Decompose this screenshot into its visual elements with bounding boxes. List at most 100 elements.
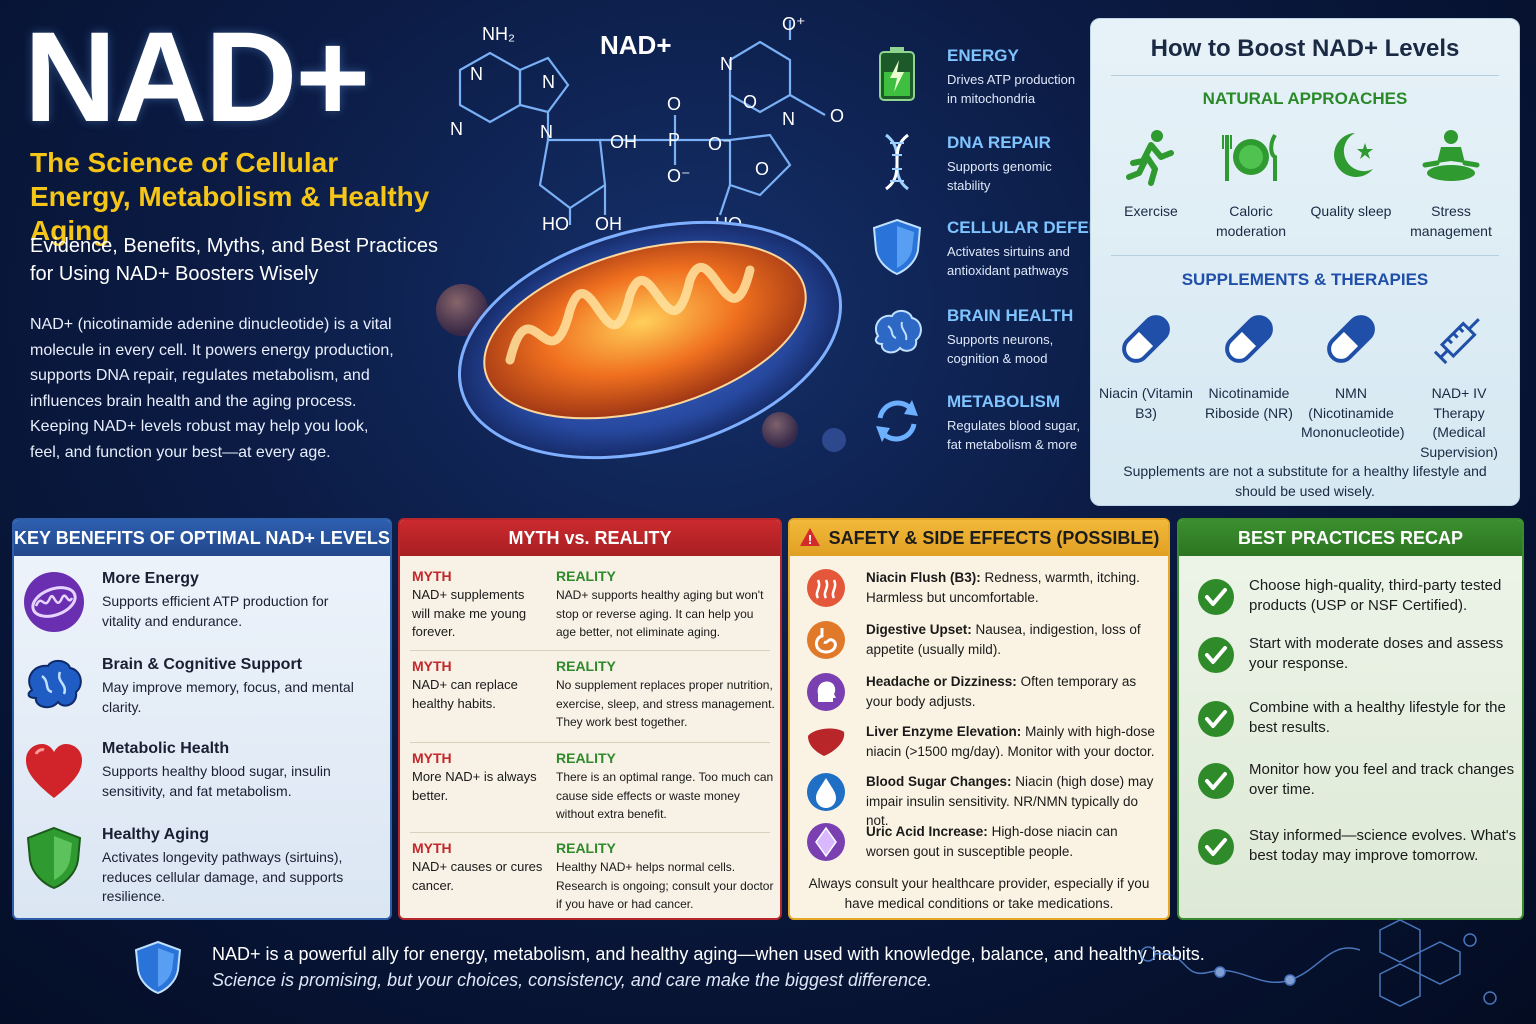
myth-row: MYTH NAD+ can replace healthy habits. RE… <box>410 658 775 748</box>
drop-icon <box>807 773 845 811</box>
function-desc: Regulates blood sugar, fat metabolism & … <box>947 418 1080 452</box>
natural-item-stress: Stress management <box>1401 127 1501 241</box>
supplement-item-nmn: NMN (Nicotinamide Mononucleotide) <box>1301 309 1405 443</box>
reality-text: Healthy NAD+ helps normal cells. Researc… <box>556 860 774 911</box>
intro-paragraph: NAD+ (nicotinamide adenine dinucleotide)… <box>30 316 394 461</box>
footer-tagline: Science is promising, but your choices, … <box>212 970 933 990</box>
function-title: METABOLISM <box>947 392 1061 411</box>
myth-text: More NAD+ is always better. <box>412 769 537 803</box>
natural-item-caloric: Caloric moderation <box>1201 127 1301 241</box>
syringe-icon <box>1433 318 1480 365</box>
benefit-title: More Energy <box>102 570 199 587</box>
atom-label: O⁺ <box>782 14 806 34</box>
atom-label: N <box>720 54 733 74</box>
moon-icon <box>1334 133 1373 177</box>
natural-item-label: Quality sleep <box>1310 203 1392 219</box>
best-practice-item: Choose high-quality, third-party tested … <box>1197 576 1512 636</box>
safety-desc: High-dose niacin can worsen gout in susc… <box>866 824 1118 859</box>
stomach-icon <box>807 621 845 659</box>
supplement-item-iv: NAD+ IV Therapy (Medical Supervision) <box>1409 309 1509 462</box>
best-practice-text: Combine with a healthy lifestyle for the… <box>1249 699 1506 736</box>
divider <box>410 742 770 743</box>
safety-item: Blood Sugar Changes: Niacin (high dose) … <box>804 772 1158 828</box>
function-desc: Supports neurons, cognition & mood <box>947 332 1054 366</box>
safety-header: ! SAFETY & SIDE EFFECTS (POSSIBLE) <box>790 520 1168 556</box>
atom-label: O <box>830 106 844 126</box>
check-icon <box>1198 579 1234 615</box>
safety-item: Headache or Dizziness: Often temporary a… <box>804 672 1158 720</box>
brain-icon <box>874 310 922 354</box>
function-cellular-defense: CELLULAR DEFENSE Activates sirtuins and … <box>868 218 1124 298</box>
natural-approaches-heading: NATURAL APPROACHES <box>1202 89 1408 108</box>
capsule-icon <box>1122 315 1170 363</box>
atom-label: O⁻ <box>667 166 691 186</box>
benefit-desc: Supports healthy blood sugar, insulin se… <box>102 763 331 799</box>
nad-molecule-diagram: NH₂ N N N N OH HO OH P O O⁻ O⁻ HO O⁺ N N… <box>450 14 844 234</box>
benefit-title: Healthy Aging <box>102 826 209 843</box>
cycle-icon <box>876 400 918 442</box>
benefit-item: Metabolic Health Supports healthy blood … <box>22 740 382 822</box>
natural-item-label: Exercise <box>1124 203 1178 219</box>
natural-item-exercise: Exercise <box>1101 127 1201 222</box>
supplement-item-label: Niacin (Vitamin B3) <box>1099 385 1193 421</box>
myth-label: MYTH <box>412 840 452 856</box>
dna-icon <box>885 133 909 191</box>
warning-symbol: ! <box>807 532 811 547</box>
safety-item: Liver Enzyme Elevation: Mainly with high… <box>804 722 1158 770</box>
heat-icon <box>807 569 845 607</box>
atom-label: OH <box>610 132 637 152</box>
benefit-item: Healthy Aging Activates longevity pathwa… <box>22 826 382 908</box>
check-icon <box>1198 763 1234 799</box>
supplement-item-label: NAD+ IV Therapy (Medical Supervision) <box>1420 385 1498 460</box>
supplement-item-label: NMN (Nicotinamide Mononucleotide) <box>1301 385 1405 440</box>
safety-name: Digestive Upset: <box>866 622 972 637</box>
safety-text: Blood Sugar Changes: Niacin (high dose) … <box>866 772 1158 831</box>
best-practice-text: Start with moderate doses and assess you… <box>1249 635 1504 672</box>
best-practice-text: Monitor how you feel and track changes o… <box>1249 761 1515 798</box>
boost-note: Supplements are not a substitute for a h… <box>1123 463 1487 499</box>
mitochondria-icon <box>24 572 84 632</box>
safety-text: Niacin Flush (B3): Redness, warmth, itch… <box>866 568 1158 607</box>
safety-name: Headache or Dizziness: <box>866 674 1017 689</box>
function-metabolism: METABOLISM Regulates blood sugar, fat me… <box>868 392 1080 472</box>
function-desc: Drives ATP production in mitochondria <box>947 72 1076 106</box>
atom-label: OH <box>595 214 622 234</box>
myths-heading: MYTH vs. REALITY <box>400 520 780 556</box>
page-subtitle: The Science of Cellular Energy, Metaboli… <box>30 147 430 246</box>
reality-label: REALITY <box>556 750 616 766</box>
function-title: ENERGY <box>947 46 1019 65</box>
supplement-item-label: Nicotinamide Riboside (NR) <box>1205 385 1293 421</box>
reality-label: REALITY <box>556 658 616 674</box>
atom-label: O <box>755 159 769 179</box>
reality-label: REALITY <box>556 568 616 584</box>
divider <box>1111 255 1499 256</box>
safety-panel: ! SAFETY & SIDE EFFECTS (POSSIBLE) Niaci… <box>788 518 1170 920</box>
safety-text: Digestive Upset: Nausea, indigestion, lo… <box>866 620 1158 659</box>
brain-icon <box>27 660 82 709</box>
shield-icon <box>134 940 182 994</box>
atom-label: O <box>667 94 681 114</box>
divider <box>410 832 770 833</box>
footer-statement: NAD+ is a powerful ally for energy, meta… <box>212 944 1205 964</box>
shield-icon <box>872 218 922 276</box>
capsule-icon <box>1327 315 1375 363</box>
check-icon <box>1198 637 1234 673</box>
best-practice-text: Stay informed—science evolves. What's be… <box>1249 827 1517 864</box>
myth-text: NAD+ can replace healthy habits. <box>412 677 518 711</box>
function-title: CELLULAR DEFENSE <box>947 218 1124 237</box>
safety-name: Liver Enzyme Elevation: <box>866 724 1022 739</box>
best-practice-item: Stay informed—science evolves. What's be… <box>1197 826 1516 886</box>
boost-title: How to Boost NAD+ Levels <box>1150 35 1460 62</box>
myth-label: MYTH <box>412 568 452 584</box>
benefit-desc: May improve memory, focus, and mental cl… <box>102 679 354 715</box>
safety-name: Uric Acid Increase: <box>866 824 988 839</box>
capsule-icon <box>1225 315 1273 363</box>
function-title: DNA REPAIR <box>947 133 1051 152</box>
safety-item: Digestive Upset: Nausea, indigestion, lo… <box>804 620 1158 668</box>
page-tagline: Evidence, Benefits, Myths, and Best Prac… <box>30 235 438 285</box>
safety-name: Blood Sugar Changes: <box>866 774 1012 789</box>
liver-icon <box>808 728 845 756</box>
myth-label: MYTH <box>412 658 452 674</box>
function-dna-repair: DNA REPAIR Supports genomic stability <box>868 133 1078 213</box>
safety-desc: Nausea, indigestion, loss of appetite (u… <box>866 622 1141 657</box>
